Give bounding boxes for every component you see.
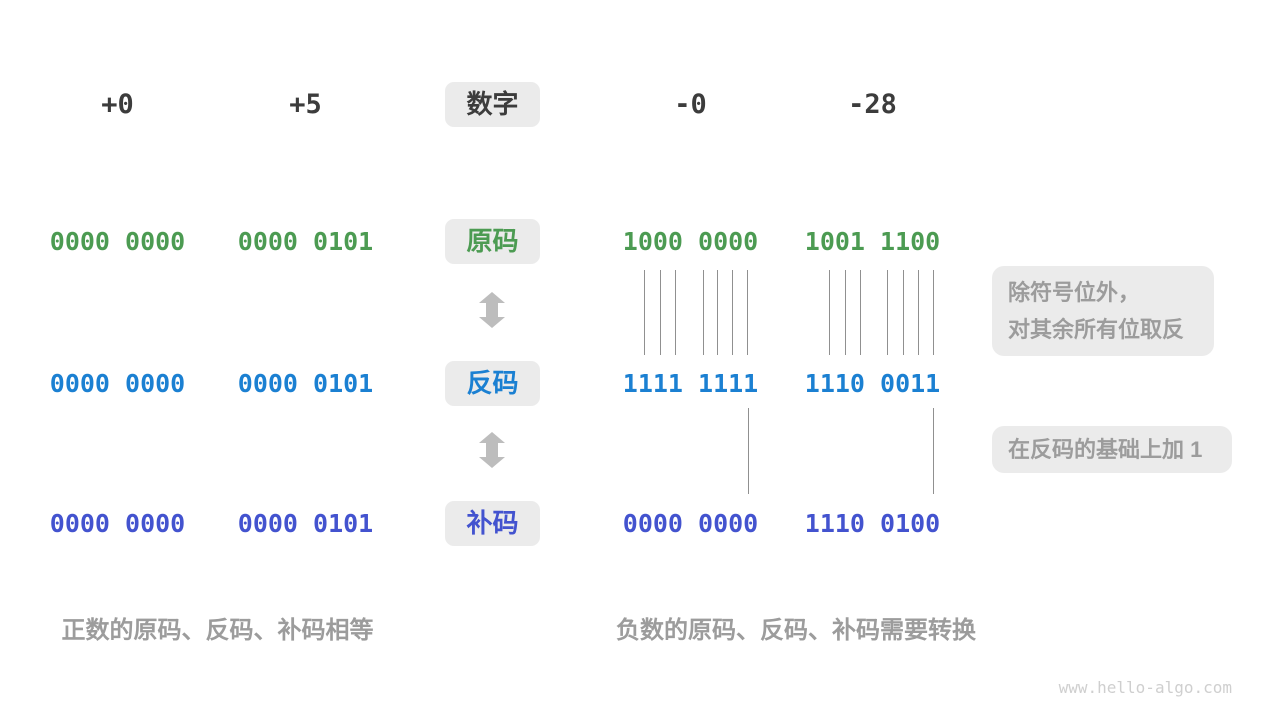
connector-line [933,408,934,494]
decimal-value: -28 [848,89,897,120]
binary-value: 0000 0101 [237,227,374,256]
site-watermark: www.hello-algo.com [1058,678,1232,697]
note-invert-line2: 对其余所有位取反 [1008,317,1185,342]
decimal-value: -0 [674,89,707,120]
binary-value: 1001 1100 [804,227,941,256]
binary-value: 0000 0000 [49,509,186,538]
up-down-arrow-icon [477,432,507,468]
binary-value: 0000 0000 [49,227,186,256]
binary-value: 0000 0101 [237,369,374,398]
label-ones-complement: 反码 [445,361,540,406]
connector-line [748,408,749,494]
binary-value: 0000 0000 [622,509,759,538]
label-number: 数字 [445,82,540,127]
binary-value: 1110 0100 [804,509,941,538]
bit-lines-group [644,270,748,355]
binary-value: 1111 1111 [622,369,759,398]
binary-value: 1110 0011 [804,369,941,398]
caption-positive-numbers: 正数的原码、反码、补码相等 [61,617,374,644]
bit-lines-group [829,270,934,355]
note-invert-bits: 除符号位外， 对其余所有位取反 [992,266,1214,356]
decimal-value: +5 [289,89,322,120]
label-twos-complement: 补码 [445,501,540,546]
caption-negative-numbers: 负数的原码、反码、补码需要转换 [616,617,976,644]
binary-value: 0000 0000 [49,369,186,398]
label-sign-magnitude: 原码 [445,219,540,264]
up-down-arrow-icon [477,292,507,328]
decimal-value: +0 [101,89,134,120]
binary-value: 1000 0000 [622,227,759,256]
binary-value: 0000 0101 [237,509,374,538]
note-invert-line1: 除符号位外， [1008,280,1141,305]
note-add-one: 在反码的基础上加 1 [992,426,1232,473]
